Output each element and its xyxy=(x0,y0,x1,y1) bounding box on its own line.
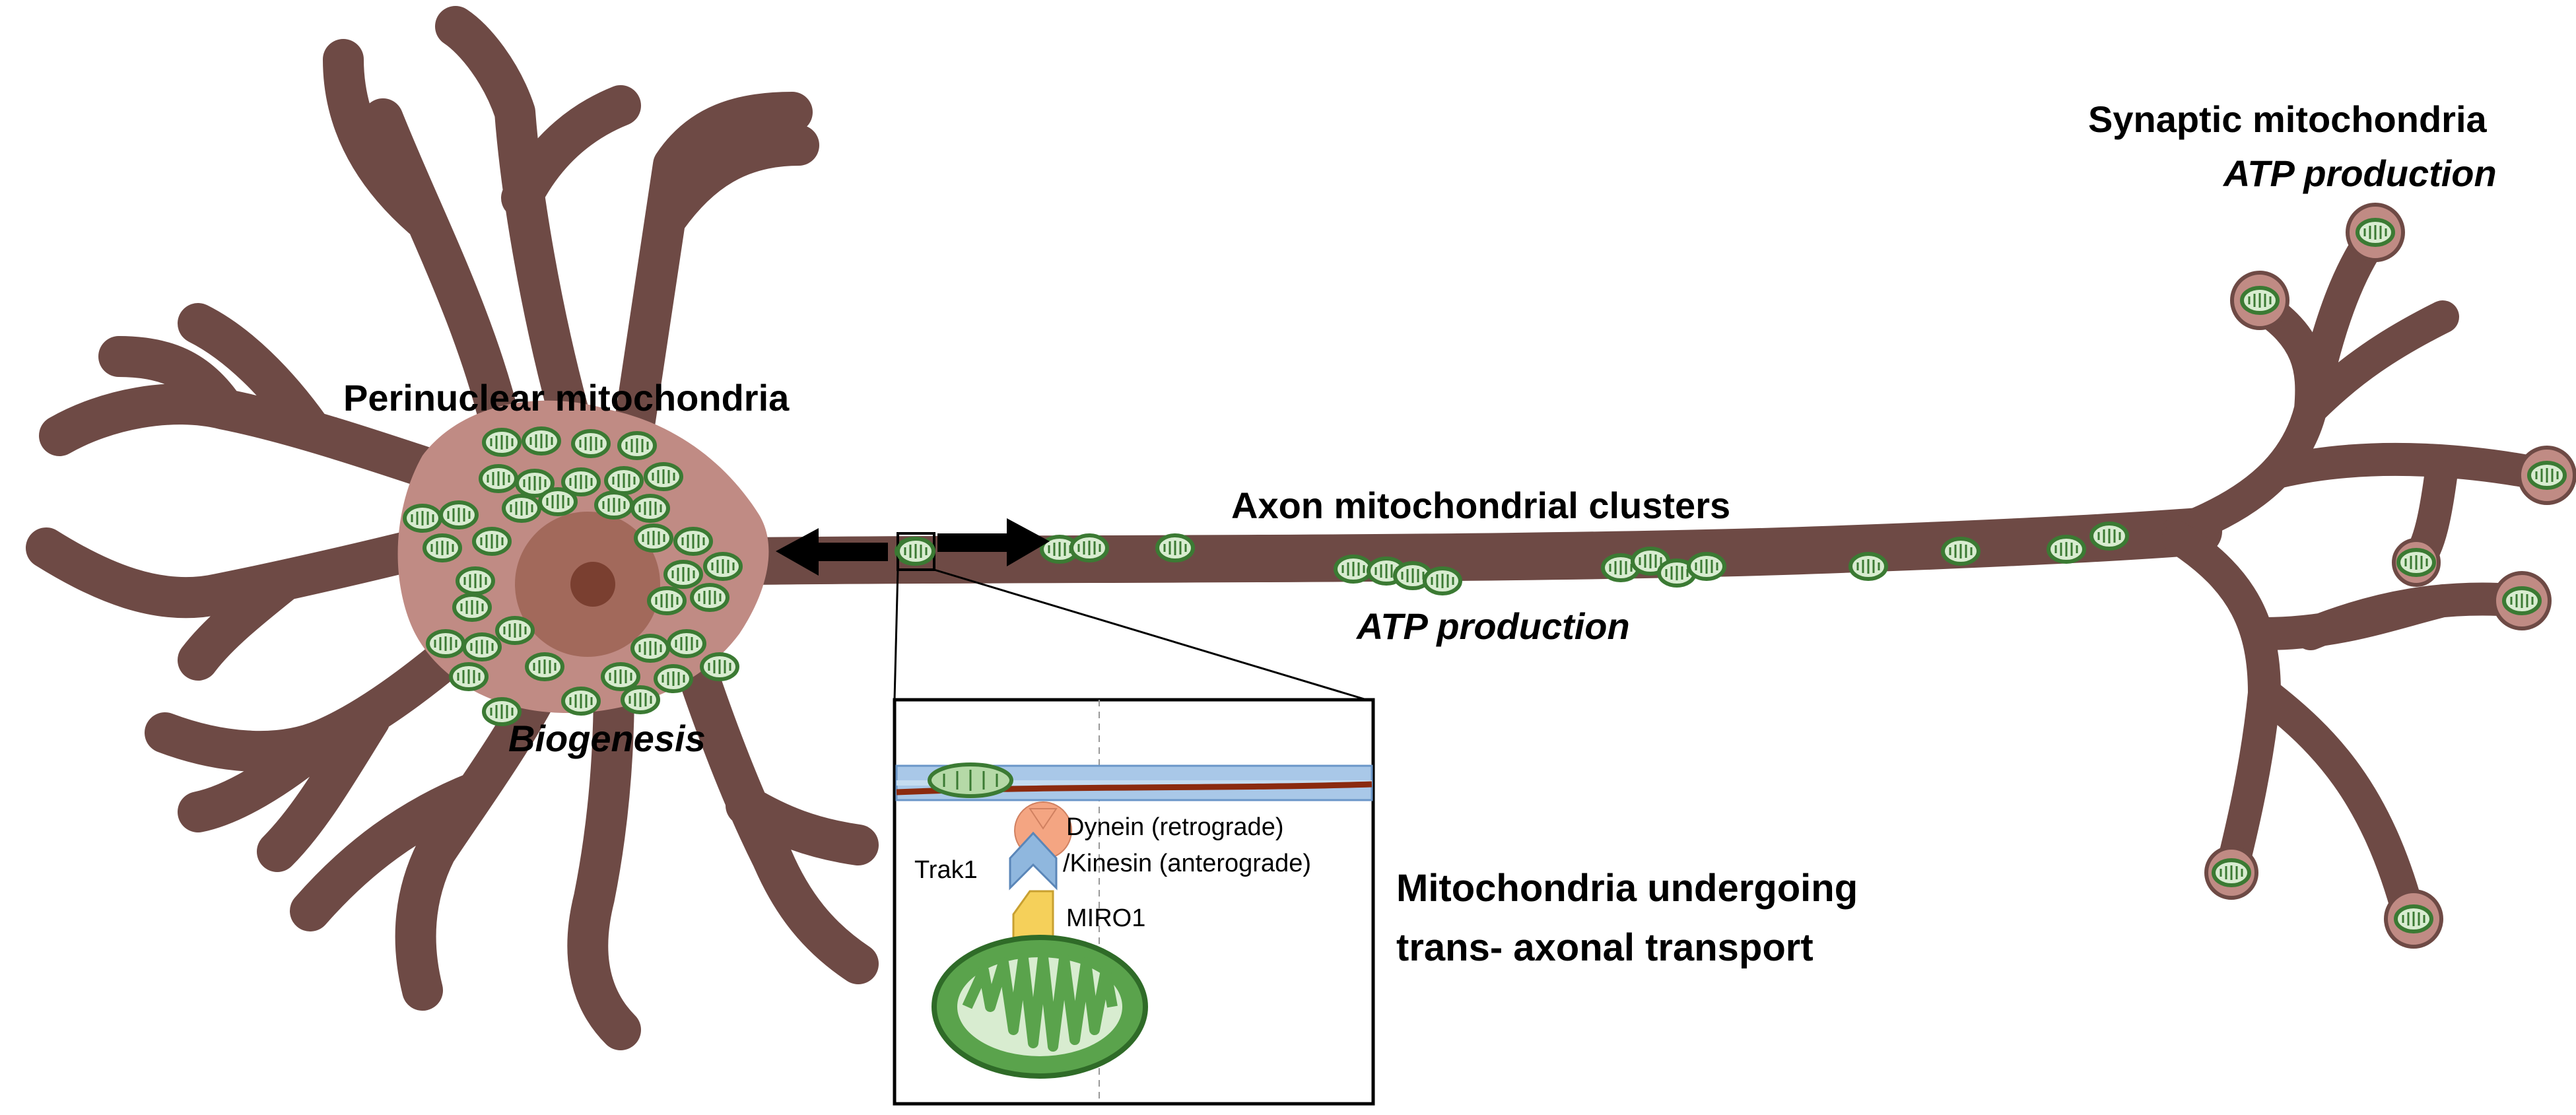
axon-clusters-label: Axon mitochondrial clusters xyxy=(1231,485,1730,526)
miro1-anchor xyxy=(1012,890,1054,942)
kinesin-label: /Kinesin (anterograde) xyxy=(1063,850,1311,877)
inset-small-mito xyxy=(928,762,1013,798)
miro1-label: MIRO1 xyxy=(1066,904,1145,932)
synaptic-label: Synaptic mitochondria xyxy=(2088,98,2487,140)
dendrites xyxy=(26,6,2565,1050)
inset-large-mito xyxy=(932,935,1148,1079)
transport-inset xyxy=(893,698,1375,1106)
zoom-line-left xyxy=(893,569,899,700)
transport-label-line2: trans- axonal transport xyxy=(1396,926,1813,969)
dynein-label: Dynein (retrograde) xyxy=(1066,813,1283,841)
biogenesis-label: Biogenesis xyxy=(508,718,706,759)
perinuclear-label: Perinuclear mitochondria xyxy=(343,377,790,419)
synaptic-atp-label: ATP production xyxy=(2222,152,2497,194)
trak1-label: Trak1 xyxy=(914,856,978,884)
transport-label-line1: Mitochondria undergoing xyxy=(1396,867,1858,910)
nucleolus xyxy=(570,562,615,607)
zoom-line-right xyxy=(933,568,1367,701)
retrograde-arrow xyxy=(776,528,888,576)
trak1-adaptor xyxy=(1009,831,1058,891)
anterograde-arrow xyxy=(937,518,1050,566)
transport-arrows xyxy=(776,518,1050,576)
axon-atp-label: ATP production xyxy=(1355,605,1630,647)
